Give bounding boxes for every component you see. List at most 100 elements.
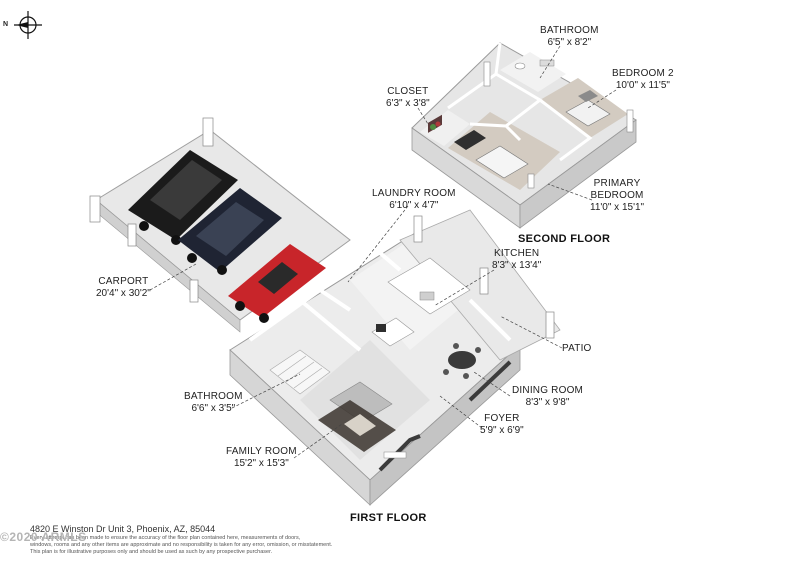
compass-graphic: [14, 11, 42, 39]
room-name: FOYER: [484, 413, 520, 424]
stove-icon: [376, 324, 386, 332]
compass-icon: N: [2, 6, 42, 40]
room-dimensions: 20'4" x 30'2": [96, 288, 151, 299]
label-bedroom2: BEDROOM 2 10'0" x 11'5": [612, 68, 674, 92]
carport-post-3: [127, 223, 137, 247]
label-bathroom-upper: BATHROOM 6'5" x 8'2": [540, 25, 599, 49]
room-dimensions: 10'0" x 11'5": [615, 80, 670, 91]
dining-chair-icon-3: [463, 373, 469, 379]
first-floor-wall-right: [369, 344, 521, 506]
red-convertible-icon: [228, 244, 326, 323]
label-primary-bedroom: PRIMARY BEDROOM 11'0" x 15'1": [590, 178, 644, 214]
kitchen-island: [371, 317, 415, 347]
leader-laundry: [347, 205, 409, 283]
first-floor-interior-walls: [248, 287, 352, 342]
room-name: BATHROOM: [184, 391, 243, 402]
room-name: CLOSET: [387, 86, 429, 97]
leader-closet: [417, 107, 429, 125]
dining-chair-icon: [443, 369, 449, 375]
label-foyer: FOYER 5'9" x 6'9": [480, 413, 524, 437]
suv-navy-icon: [178, 188, 282, 275]
bedroom2-bed: [565, 99, 611, 127]
leader-bathroom-lower: [231, 373, 301, 409]
bedroom2-chair: [578, 90, 598, 102]
upper-bathroom-floor: [500, 52, 566, 92]
second-floor-stair-rail: [527, 173, 535, 189]
room-name-line2: BEDROOM: [590, 190, 644, 201]
patio-post-3: [545, 311, 555, 339]
label-bathroom-lower: BATHROOM 6'6" x 3'5": [184, 391, 243, 415]
patio-post: [413, 215, 423, 243]
vanity-icon: [539, 59, 555, 67]
room-dimensions: 11'0" x 15'1": [590, 202, 645, 213]
carport-post-2: [89, 195, 101, 223]
leader-patio: [499, 315, 563, 349]
room-dimensions: 15'2" x 15'3": [233, 458, 289, 469]
patio-post-2: [479, 267, 489, 295]
room-name: BATHROOM: [540, 25, 599, 36]
room-dimensions: 6'5" x 8'2": [547, 37, 592, 48]
room-name: FAMILY ROOM: [226, 446, 297, 457]
second-floor-title: SECOND FLOOR: [518, 233, 611, 245]
leader-bathroom-upper: [539, 45, 561, 79]
carport-post-4: [189, 279, 199, 303]
room-name: PATIO: [562, 343, 592, 354]
label-patio: PATIO: [562, 343, 592, 355]
first-floor-dark-wall-2: [468, 360, 512, 402]
compass-north-label: N: [3, 21, 9, 28]
second-floor-wall-right: [519, 119, 637, 229]
first-floor-interior-walls-4: [468, 298, 512, 342]
leader-foyer: [439, 395, 483, 429]
room-dimensions: 6'3" x 3'8": [386, 98, 430, 109]
disclaimer-line-1: Every attempt has been made to ensure th…: [30, 535, 301, 541]
leader-bedroom2: [587, 89, 617, 109]
kitchen-sink-icon: [419, 291, 435, 301]
copyright-watermark: ©2020 ARMLS: [0, 530, 87, 544]
second-floor-post: [483, 61, 491, 87]
leader-kitchen: [433, 269, 495, 307]
footer: 4820 E Winston Dr Unit 3, Phoenix, AZ, 8…: [30, 524, 510, 556]
label-laundry-room: LAUNDRY ROOM 6'10" x 4'7": [372, 188, 456, 212]
room-dimensions: 6'6" x 3'5": [191, 403, 236, 414]
kitchen-counter: [387, 257, 471, 315]
carport-post: [202, 117, 214, 147]
disclaimer-line-3: This plan is for illustrative purposes o…: [30, 549, 273, 555]
second-floor-interior-walls-3: [539, 98, 593, 162]
first-floor-title: FIRST FLOOR: [350, 512, 427, 524]
disclaimer-line-2: windows, rooms and any other items are a…: [30, 542, 333, 548]
room-name: LAUNDRY ROOM: [372, 188, 456, 199]
coffee-table-icon: [344, 414, 376, 436]
room-name: BEDROOM 2: [612, 68, 674, 79]
dining-chair-icon-2: [475, 347, 481, 353]
primary-bed: [475, 145, 529, 179]
room-name: DINING ROOM: [512, 385, 584, 396]
room-name: KITCHEN: [494, 248, 540, 259]
label-leaders: [149, 45, 617, 459]
stairs-icon: [269, 349, 331, 395]
second-floor-interior-walls-4: [469, 122, 522, 142]
second-floor-post-2: [626, 109, 634, 133]
label-closet: CLOSET 6'3" x 3'8": [386, 86, 430, 110]
first-floor-dark-wall: [378, 434, 421, 472]
second-floor-interior-walls-2: [494, 42, 502, 75]
closet-floor: [420, 110, 470, 146]
room-dimensions: 8'3" x 13'4": [492, 260, 542, 271]
label-family-room: FAMILY ROOM 15'2" x 15'3": [226, 446, 297, 470]
leader-dining: [473, 371, 511, 397]
first-floor-model: [89, 117, 561, 506]
leader-carport: [149, 263, 197, 291]
leader-primary: [547, 183, 593, 201]
room-name: CARPORT: [98, 276, 149, 287]
room-dimensions: 8'3" x 9'8": [525, 397, 570, 408]
second-floor-interior-walls: [447, 72, 543, 128]
label-dining-room: DINING ROOM 8'3" x 9'8": [512, 385, 583, 409]
room-dimensions: 6'10" x 4'7": [389, 200, 439, 211]
second-floor-model: [411, 42, 637, 229]
plant-icon-2: [435, 121, 441, 127]
suv-black-icon: [128, 150, 238, 245]
first-floor-interior-walls-3: [343, 237, 402, 272]
room-dimensions: 5'9" x 6'9": [480, 425, 524, 436]
dining-chair-icon-4: [453, 343, 459, 349]
